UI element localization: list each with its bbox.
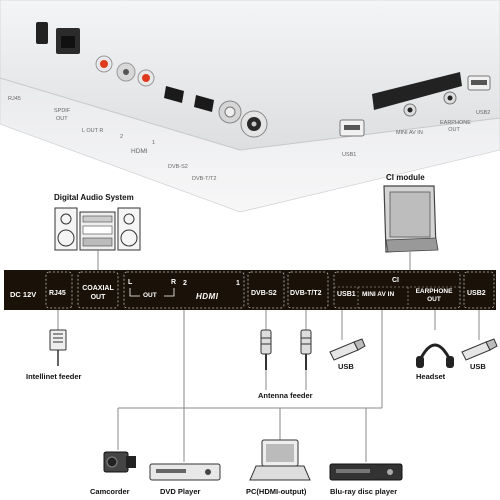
connection-lines [57,250,480,462]
antenna-feeder-label: Antenna feeder [258,391,313,400]
port-coaxial-out: COAXIAL OUT [82,285,114,301]
port-usb1: USB1 [337,291,356,298]
panel-antenna-connectors [218,100,268,138]
intellinet-feeder-icon [49,329,67,366]
panel-rj45-port [56,28,80,54]
panel-label-dvb-t-t2: DVB-T/T2 [192,176,217,182]
panel-label-mini-av-in: MINI AV IN [396,130,423,136]
pc-label: PC(HDMI-output) [246,487,307,496]
port-rj45: RJ45 [49,290,66,297]
panel-label-l-out-r: L OUT R [82,128,104,134]
dvd-player-label: DVD Player [160,487,201,496]
digital-audio-system-label: Digital Audio System [54,193,134,202]
port-usb2: USB2 [467,290,486,297]
ci-module-icon [383,185,439,253]
dvd-player-icon [149,463,221,481]
panel-label-hdmi: HDMI [131,148,148,155]
panel-label-spdif: SPDIF [54,108,71,114]
port-hdmi-1: 1 [236,280,240,287]
port-mini-av-in: MINI AV IN [362,291,395,298]
headset-label: Headset [416,372,446,381]
port-bar [4,270,496,310]
port-l-label: L [128,279,133,286]
usb-right-label: USB [470,362,486,371]
antenna-feeder-icon [260,329,312,370]
panel-label-hdmi-1: 1 [152,140,156,146]
intellinet-feeder-label: Intellinet feeder [26,372,82,381]
port-dvb-s2: DVB-S2 [251,290,277,297]
port-earphone-out: EARPHONE OUT [415,288,453,303]
port-dc12v: DC 12V [10,290,37,299]
port-out-label: OUT [143,292,157,299]
panel-label-usb2: USB2 [476,110,491,116]
panel-label-rj45: RJ45 [8,96,21,102]
port-hdmi-2: 2 [183,280,187,287]
panel-hdmi-ports [164,86,214,112]
panel-audio-jacks [403,91,457,117]
camcorder-icon [103,451,136,473]
bluray-player-icon [329,463,403,481]
bluray-label: Blu-ray disc player [330,487,398,496]
panel-label-usb1: USB1 [342,152,357,158]
usb-stick-right-icon [461,338,498,361]
usb-stick-left-icon [329,338,366,361]
headset-icon [416,343,454,368]
tv-back-panel [0,0,500,213]
panel-label-earphone-out: EARPHONE OUT [440,120,471,133]
port-r-label: R [171,279,177,286]
ci-module-label: CI module [386,173,425,182]
port-dvb-t-t2: DVB-T/T2 [290,290,322,297]
digital-audio-system-icon [54,207,141,251]
panel-usb-ports [339,75,491,137]
port-ci: CI [392,277,399,284]
panel-ci-slot [372,72,462,110]
panel-label-out: OUT [56,116,68,122]
panel-label-hdmi-2: 2 [120,134,124,140]
port-hdmi-label: HDMI [196,292,219,301]
panel-label-dvb-s2: DVB-S2 [168,164,188,170]
pc-laptop-icon [249,439,311,481]
panel-rca-connectors [95,55,155,87]
usb-left-label: USB [338,362,354,371]
camcorder-label: Camcorder [90,487,130,496]
panel-dc-jack [36,22,48,44]
